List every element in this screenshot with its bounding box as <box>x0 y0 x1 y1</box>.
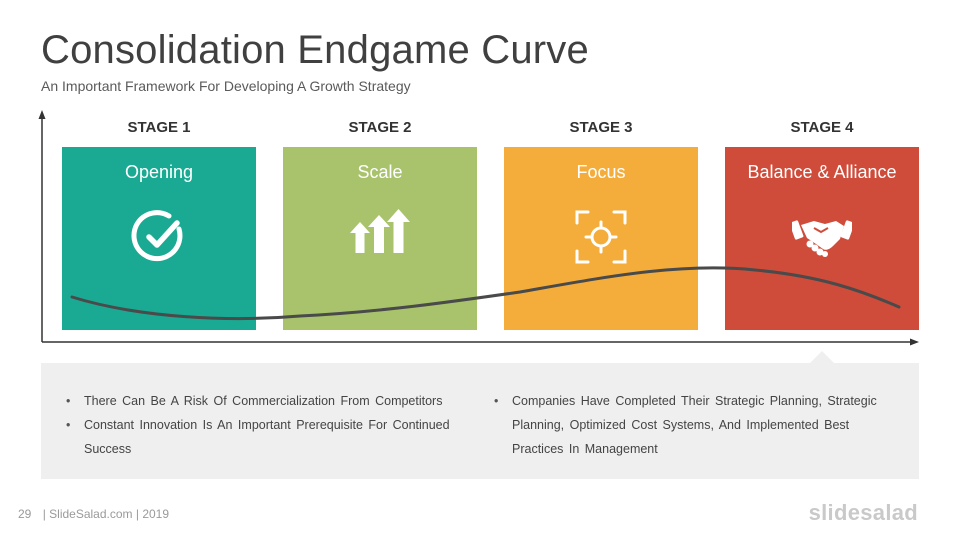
stage-4-card: Balance & Alliance <box>725 147 919 330</box>
notes-right-item: Companies Have Completed Their Strategic… <box>494 389 894 461</box>
stage-1-title: Opening <box>124 162 194 182</box>
stage-1-card: Opening <box>62 147 256 330</box>
stage-2-label: STAGE 2 <box>348 119 412 136</box>
stage-4-title: Balance & Alliance <box>747 162 897 182</box>
x-axis-arrowhead <box>910 338 919 346</box>
notes-left-item: There Can Be A Risk Of Commercialization… <box>66 389 466 413</box>
curve-line <box>70 266 901 321</box>
target-icon <box>575 210 627 264</box>
slide-subtitle: An Important Framework For Developing A … <box>41 78 411 94</box>
notes-right-list: Companies Have Completed Their Strategic… <box>494 389 894 461</box>
footer: 29 | SlideSalad.com | 2019 <box>18 507 169 521</box>
up-arrows-icon <box>350 209 410 253</box>
stage-3-label: STAGE 3 <box>569 119 633 136</box>
check-circle-icon <box>131 210 183 262</box>
stage-4-label: STAGE 4 <box>790 119 854 136</box>
stage-2-title: Scale <box>357 162 403 182</box>
notes-left-list: There Can Be A Risk Of Commercialization… <box>66 389 466 461</box>
stage-3-title: Focus <box>576 162 626 182</box>
brand-logo: slidesalad <box>808 500 918 525</box>
notes-left-item: Constant Innovation Is An Important Prer… <box>66 413 466 461</box>
page-number: 29 <box>18 507 32 521</box>
notes-panel: There Can Be A Risk Of Commercialization… <box>41 363 919 479</box>
handshake-icon <box>792 220 852 257</box>
notes-pointer <box>810 351 834 363</box>
stage-2-card: Scale <box>283 147 477 330</box>
stage-3-card: Focus <box>504 147 698 330</box>
slide-title: Consolidation Endgame Curve <box>41 28 589 72</box>
y-axis-arrowhead <box>38 110 46 119</box>
footer-site: | SlideSalad.com | 2019 <box>42 507 170 521</box>
stage-1-label: STAGE 1 <box>127 119 191 136</box>
